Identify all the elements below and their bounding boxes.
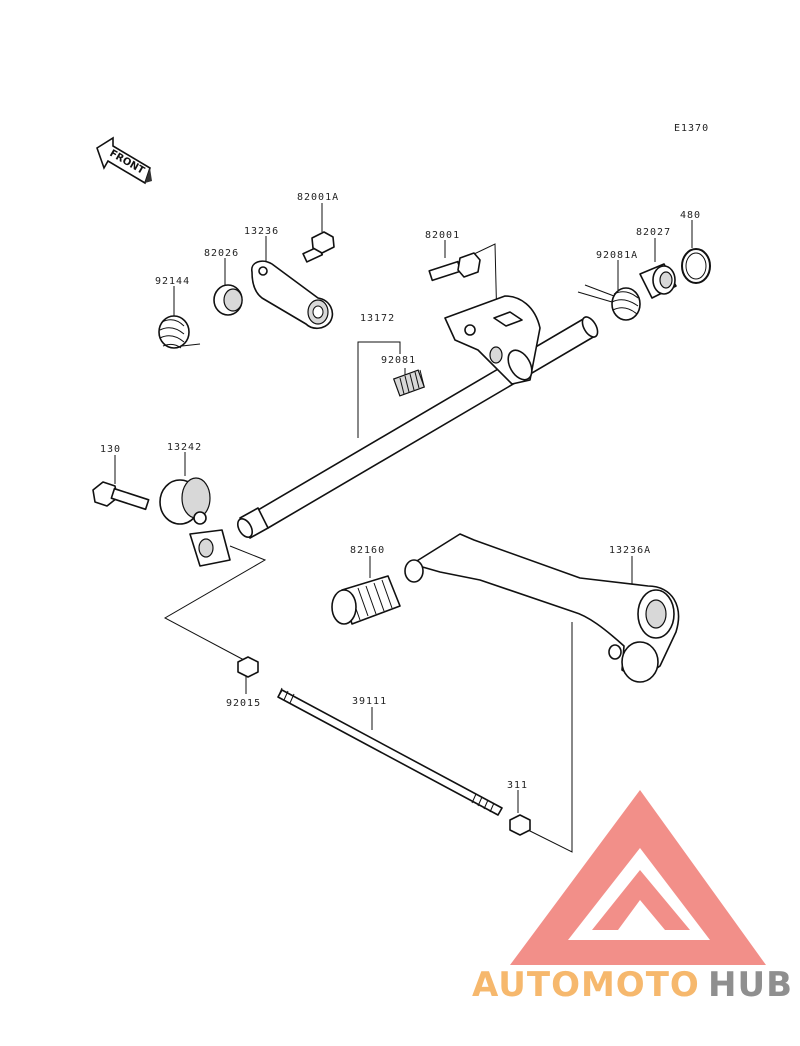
- label-82001a: 82001A: [297, 192, 339, 203]
- label-13172: 13172: [360, 313, 395, 324]
- part-shift-arm-13236[interactable]: [251, 260, 334, 330]
- label-92015: 92015: [226, 698, 261, 709]
- watermark-triangle-icon: [510, 790, 766, 965]
- part-rubber-82160[interactable]: [331, 575, 401, 625]
- label-82160: 82160: [350, 545, 385, 556]
- leader-lines: [114, 203, 693, 853]
- part-shift-pedal-13236a[interactable]: [404, 533, 680, 683]
- part-nut-92015[interactable]: [237, 656, 259, 678]
- label-311: 311: [507, 780, 528, 791]
- part-bolt-82001[interactable]: [428, 252, 481, 282]
- part-spring-92081[interactable]: [392, 369, 426, 397]
- label-82001: 82001: [425, 230, 460, 241]
- label-130: 130: [100, 444, 121, 455]
- label-82027: 82027: [636, 227, 671, 238]
- part-spring-92081a[interactable]: [577, 284, 641, 321]
- part-bolt-82001a[interactable]: [302, 231, 335, 263]
- watermark-logo: AUTOMOTO HUB: [472, 790, 793, 1005]
- label-13236: 13236: [244, 226, 279, 237]
- label-92081: 92081: [381, 355, 416, 366]
- diagram-code: E1370: [674, 123, 709, 134]
- watermark-text-automoto: AUTOMOTO: [472, 965, 700, 1005]
- label-480: 480: [680, 210, 701, 221]
- front-arrow-icon: FRONT: [96, 136, 152, 185]
- label-82026: 82026: [204, 248, 239, 259]
- part-spring-92144[interactable]: [158, 315, 201, 349]
- part-tie-rod-39111[interactable]: [277, 687, 503, 816]
- part-circlip-480[interactable]: [681, 248, 711, 284]
- label-92081a: 92081A: [596, 250, 638, 261]
- label-92144: 92144: [155, 276, 190, 287]
- part-nut-311[interactable]: [509, 814, 531, 836]
- part-lever-13242[interactable]: [159, 477, 231, 567]
- label-39111: 39111: [352, 696, 387, 707]
- watermark-text-hub: HUB: [708, 965, 793, 1005]
- label-13236a: 13236A: [609, 545, 651, 556]
- part-collar-82027[interactable]: [639, 263, 677, 299]
- part-washer-82026[interactable]: [213, 284, 243, 316]
- part-bolt-130[interactable]: [92, 481, 150, 511]
- label-13242: 13242: [167, 442, 202, 453]
- part-shift-shaft-13172[interactable]: [235, 295, 601, 540]
- part-labels: 82001A 13236 82026 92144 82001 82027 480…: [100, 192, 701, 791]
